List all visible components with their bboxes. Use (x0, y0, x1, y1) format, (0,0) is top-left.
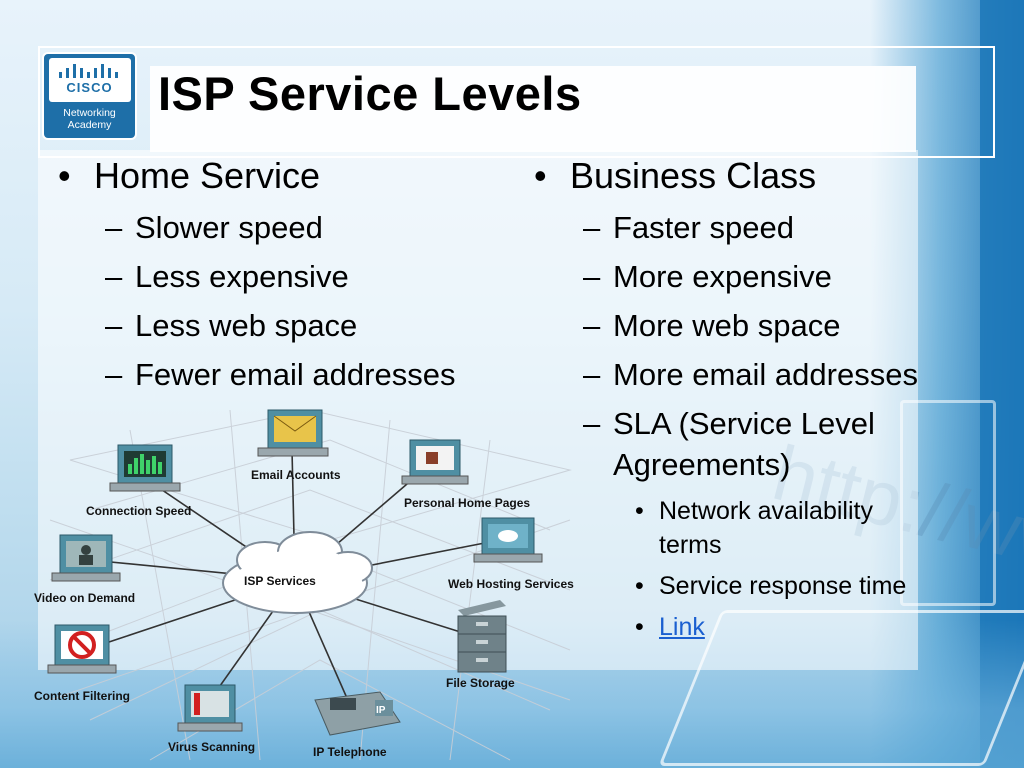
bullet: • (58, 155, 71, 196)
connection-speed-label: Connection Speed (86, 504, 192, 518)
isp-services-diagram: IP ISP Services Email Accounts Personal … (30, 400, 590, 768)
bullet: • (534, 155, 547, 196)
video-on-demand-label: Video on Demand (34, 591, 136, 605)
diagram-graphic: IP (47, 409, 572, 761)
ip-telephone-label: IP Telephone (313, 745, 387, 759)
cisco-bars-icon (58, 64, 118, 78)
right-heading-text: Business Class (570, 155, 817, 196)
cloud-icon (222, 531, 373, 614)
file-storage-label: File Storage (446, 676, 515, 690)
email-accounts-label: Email Accounts (251, 468, 341, 482)
email-computer-icon (257, 409, 329, 457)
title-frame (38, 46, 995, 158)
content-panel (38, 150, 918, 670)
logo-brand: CISCO (66, 80, 113, 95)
title-panel (150, 66, 916, 152)
cisco-networking-academy-logo: CISCO Networking Academy (42, 52, 137, 140)
virus-scanning-computer-icon (177, 684, 243, 732)
home-pages-computer-icon (401, 439, 469, 485)
logo-top: CISCO (48, 58, 131, 102)
logo-subtitle: Networking Academy (63, 107, 116, 131)
svg-text:IP: IP (376, 705, 386, 716)
file-cabinet-icon (457, 600, 507, 673)
web-hosting-computer-icon (473, 517, 543, 563)
web-hosting-services-label: Web Hosting Services (448, 577, 574, 591)
slide-title: ISP Service Levels (158, 67, 582, 120)
video-computer-icon (51, 534, 121, 582)
link[interactable]: Link (659, 613, 705, 641)
logo-subtitle-line1: Networking (63, 107, 116, 119)
content-filtering-label: Content Filtering (34, 689, 130, 703)
ip-telephone-icon: IP (314, 691, 401, 736)
virus-scanning-label: Virus Scanning (168, 740, 256, 754)
connection-speed-computer-icon (109, 444, 181, 492)
personal-home-pages-label: Personal Home Pages (404, 496, 531, 510)
content-filtering-computer-icon (47, 624, 117, 674)
logo-subtitle-line2: Academy (67, 119, 112, 131)
isp-services-label: ISP Services (244, 574, 316, 588)
left-heading-text: Home Service (94, 155, 321, 196)
